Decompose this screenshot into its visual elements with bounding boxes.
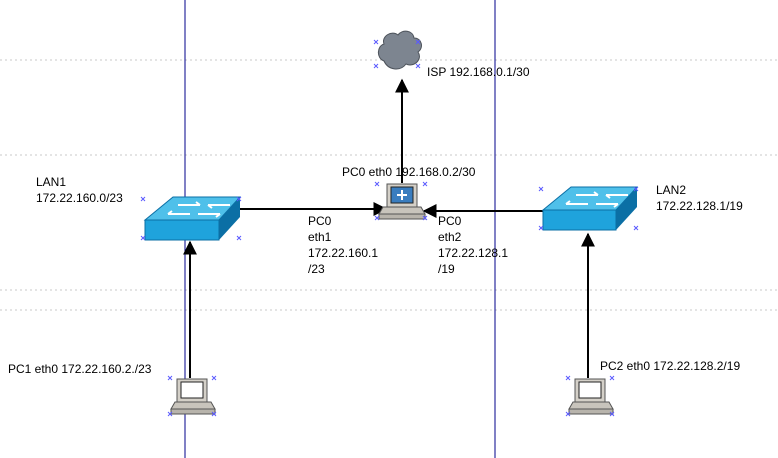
lan2-name-label: LAN2 <box>656 183 687 197</box>
switch-icon-lan2[interactable] <box>541 186 639 231</box>
pc0-eth0-label: PC0 eth0 192.168.0.2/30 <box>342 165 476 179</box>
lan1-name-label: LAN1 <box>36 175 67 189</box>
eth1-host-label: PC0 <box>308 214 332 228</box>
pc2-label: PC2 eth0 172.22.128.2/19 <box>600 359 741 373</box>
eth2-prefix-label: /19 <box>438 262 455 276</box>
eth1-prefix-label: /23 <box>308 262 325 276</box>
pc1-computer-icon[interactable] <box>170 378 216 415</box>
eth1-name-label: eth1 <box>308 230 332 244</box>
switch-icon-lan1[interactable] <box>143 196 242 241</box>
lan2-network-label: 172.22.128.1/19 <box>656 199 743 213</box>
isp-label: ISP 192.168.0.1/30 <box>427 65 530 79</box>
lan1-network-label: 172.22.160.0/23 <box>36 191 123 205</box>
pc2-computer-icon[interactable] <box>568 378 614 415</box>
eth2-host-label: PC0 <box>438 214 462 228</box>
eth2-name-label: eth2 <box>438 230 462 244</box>
selection-handles <box>140 39 639 417</box>
pc1-label: PC1 eth0 172.22.160.2./23 <box>8 362 152 376</box>
cloud-icon[interactable] <box>377 30 422 70</box>
eth2-ip-label: 172.22.128.1 <box>438 246 509 260</box>
eth1-ip-label: 172.22.160.1 <box>308 246 379 260</box>
router-computer-icon[interactable] <box>378 183 426 220</box>
